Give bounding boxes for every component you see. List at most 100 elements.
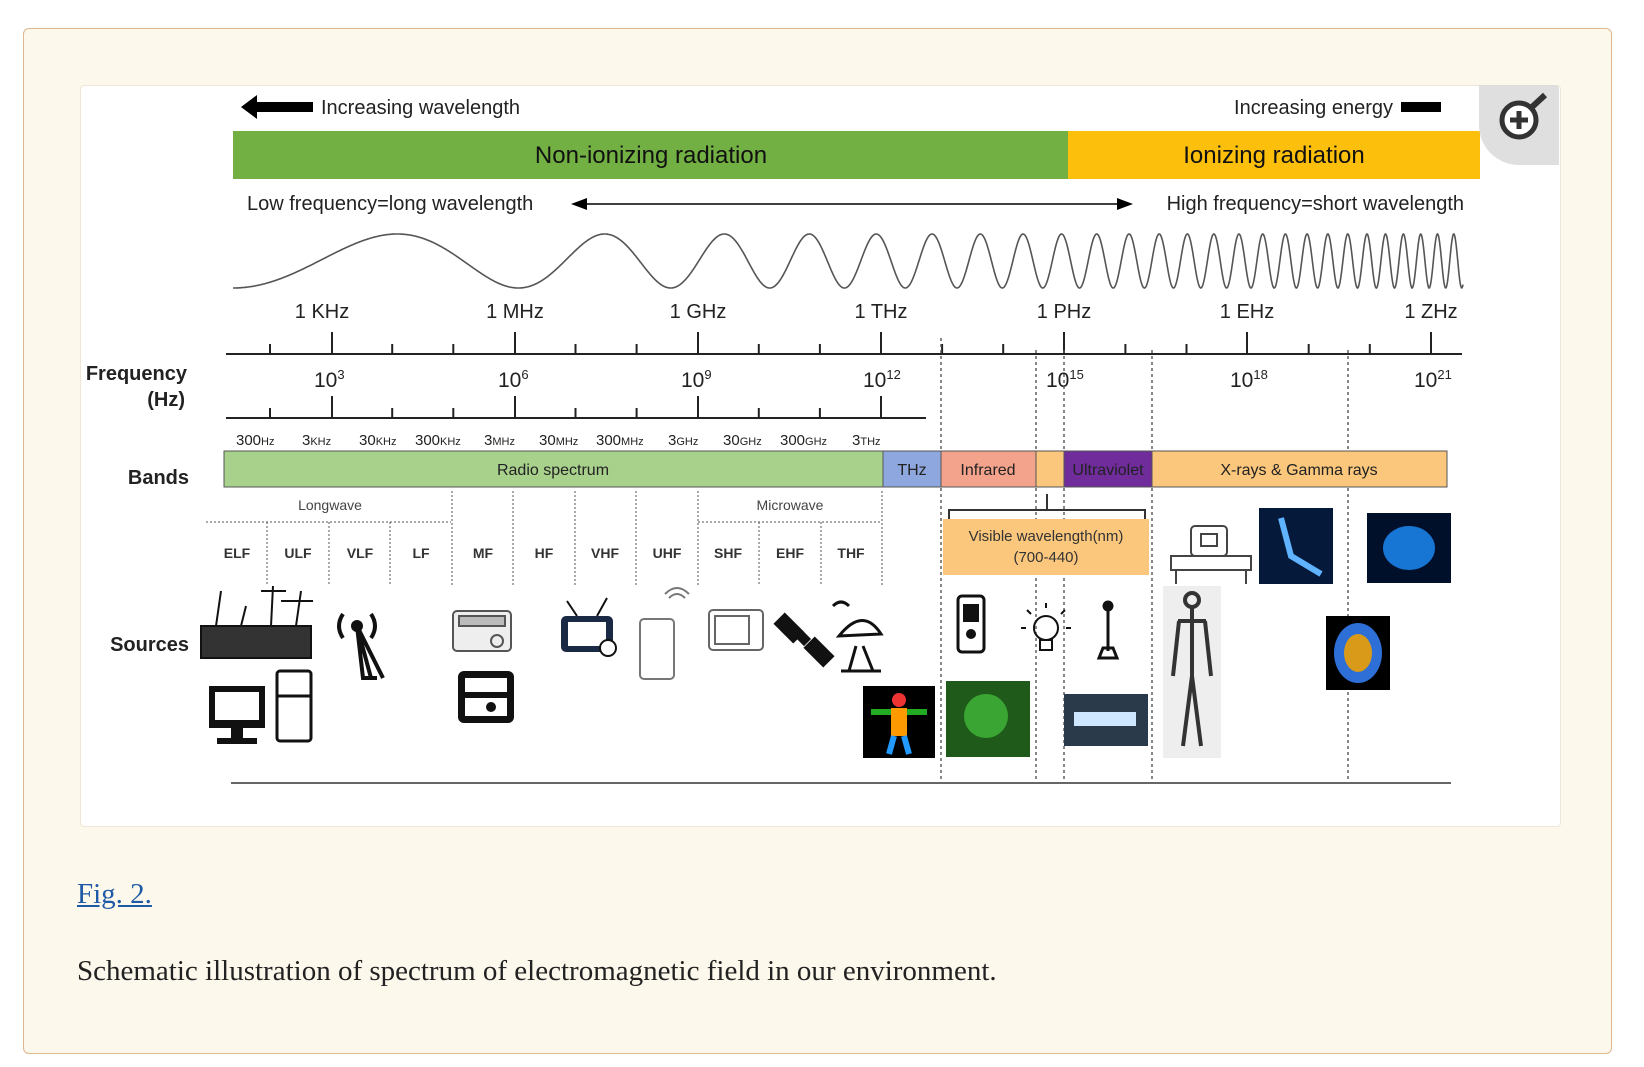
band-radio-label: Radio spectrum <box>497 462 609 479</box>
sub-band-label: HF <box>535 545 554 561</box>
band-radio <box>223 450 884 488</box>
small-axis-ticks <box>269 396 882 418</box>
remote-icon <box>956 594 986 654</box>
increasing-wavelength-label: Increasing wavelength <box>321 97 520 119</box>
exponent-label: 1012 <box>863 367 901 392</box>
small-frequency-label: 300MHz <box>596 432 644 449</box>
region-dividers <box>940 338 1349 781</box>
right-arrow-icon <box>1401 102 1441 112</box>
radio-icon <box>452 610 512 652</box>
figure-caption: Schematic illustration of spectrum of el… <box>77 955 997 987</box>
foot-xray-icon <box>1259 508 1333 584</box>
high-frequency-label: High frequency=short wavelength <box>1167 193 1464 215</box>
exponent-label: 1015 <box>1046 367 1084 392</box>
dish-icon <box>831 600 884 673</box>
computer-icon <box>209 686 265 744</box>
skeleton-figure <box>1171 591 1213 747</box>
increasing-energy-label: Increasing energy <box>1234 97 1393 119</box>
unit-labels: 1 KHz 1 MHz 1 GHz 1 THz 1 PHz 1 EHz 1 ZH… <box>295 301 1458 323</box>
satellite-icon <box>773 612 835 668</box>
small-frequency-label: 3THz <box>852 432 881 449</box>
sub-band-label: ULF <box>284 545 312 561</box>
microwave-label: Microwave <box>757 497 824 513</box>
band-infrared <box>940 450 1037 488</box>
visible-box <box>943 519 1149 575</box>
low-frequency-label: Low frequency=long wavelength <box>247 193 533 215</box>
sub-band-label: EHF <box>776 545 804 561</box>
thermal-body-icon <box>863 686 935 758</box>
phone-icon <box>639 587 690 680</box>
antenna-icon <box>337 612 385 680</box>
band-visible <box>1035 450 1065 488</box>
ionizing-bar <box>1068 131 1480 179</box>
exponent-label: 109 <box>681 367 712 392</box>
sub-band-label: LF <box>412 545 430 561</box>
exponent-label: 1021 <box>1414 367 1452 392</box>
small-frequency-label: 30GHz <box>723 432 762 449</box>
sub-band-label: SHF <box>714 545 742 561</box>
am-fm-radio-icon <box>458 671 514 723</box>
bulb-icon <box>1021 603 1071 651</box>
small-frequency-label: 300KHz <box>415 432 461 449</box>
frequency-axis-ticks <box>269 332 1432 354</box>
sub-band-label: ELF <box>224 545 251 561</box>
band-xray-gamma-label: X-rays & Gamma rays <box>1220 462 1377 479</box>
frequency-unit-label: (Hz) <box>147 389 185 411</box>
exponent-label: 106 <box>498 367 529 392</box>
band-xray-gamma <box>1151 450 1448 488</box>
wave-line <box>233 232 1464 290</box>
sources-label: Sources <box>110 634 189 656</box>
left-arrow-icon <box>241 95 313 119</box>
double-arrow-left-head <box>571 198 587 210</box>
longwave-label: Longwave <box>298 497 362 513</box>
small-frequency-label: 3KHz <box>302 432 331 449</box>
visible-label: Visible wavelength(nm) <box>969 528 1124 545</box>
sub-band-dividers <box>266 491 883 586</box>
night-vision-glow <box>964 694 1008 738</box>
unit-label: 1 ZHz <box>1404 301 1457 323</box>
exponent-label: 1018 <box>1230 367 1268 392</box>
bands-label: Bands <box>128 467 189 489</box>
small-frequency-labels: 300Hz 3KHz 30KHz 300KHz 3MHz 30MHz 300MH… <box>236 432 881 449</box>
band-ultraviolet <box>1063 450 1153 488</box>
visible-bracket <box>948 494 1146 519</box>
sub-band-labels: ELF ULF VLF LF MF HF VHF UHF SHF EHF THF <box>224 545 865 561</box>
tanning-bed-light <box>1074 712 1136 726</box>
visible-range: (700-440) <box>1013 549 1078 566</box>
small-frequency-label: 3MHz <box>484 432 515 449</box>
exponent-labels: 103 106 109 1012 1015 1018 1021 <box>314 367 1452 392</box>
unit-label: 1 PHz <box>1037 301 1091 323</box>
small-frequency-label: 3GHz <box>668 432 698 449</box>
sub-band-label: MF <box>473 545 494 561</box>
figure-link[interactable]: Fig. 2. <box>77 878 152 910</box>
sub-band-label: VLF <box>347 545 374 561</box>
unit-label: 1 GHz <box>670 301 727 323</box>
double-arrow-right-head <box>1117 198 1133 210</box>
band-thz <box>882 450 942 488</box>
sub-band-label: THF <box>837 545 865 561</box>
small-frequency-label: 30MHz <box>539 432 578 449</box>
exponent-label: 103 <box>314 367 345 392</box>
non-ionizing-bar <box>233 131 1068 179</box>
uv-lamp-icon <box>1096 600 1120 660</box>
non-ionizing-label: Non-ionizing radiation <box>535 142 767 169</box>
microwave-icon <box>708 609 764 651</box>
fridge-icon <box>275 669 313 743</box>
ionizing-label: Ionizing radiation <box>1183 142 1364 169</box>
small-frequency-label: 300Hz <box>236 432 274 449</box>
zoom-in-icon <box>1499 92 1548 140</box>
unit-label: 1 KHz <box>295 301 349 323</box>
band-thz-label: THz <box>897 462 926 479</box>
em-spectrum-figure: Increasing wavelength Increasing energy … <box>80 85 1561 827</box>
small-frequency-label: 300GHz <box>780 432 827 449</box>
sub-band-label: VHF <box>591 545 619 561</box>
band-ultraviolet-label: Ultraviolet <box>1072 462 1144 479</box>
scanner-icon <box>1170 525 1252 584</box>
unit-label: 1 THz <box>855 301 908 323</box>
sub-band-label: UHF <box>653 545 682 561</box>
band-infrared-label: Infrared <box>960 462 1015 479</box>
tv-icon <box>561 597 617 657</box>
unit-label: 1 EHz <box>1220 301 1274 323</box>
frequency-label: Frequency <box>86 363 188 385</box>
zoom-in-button[interactable] <box>1479 85 1559 165</box>
